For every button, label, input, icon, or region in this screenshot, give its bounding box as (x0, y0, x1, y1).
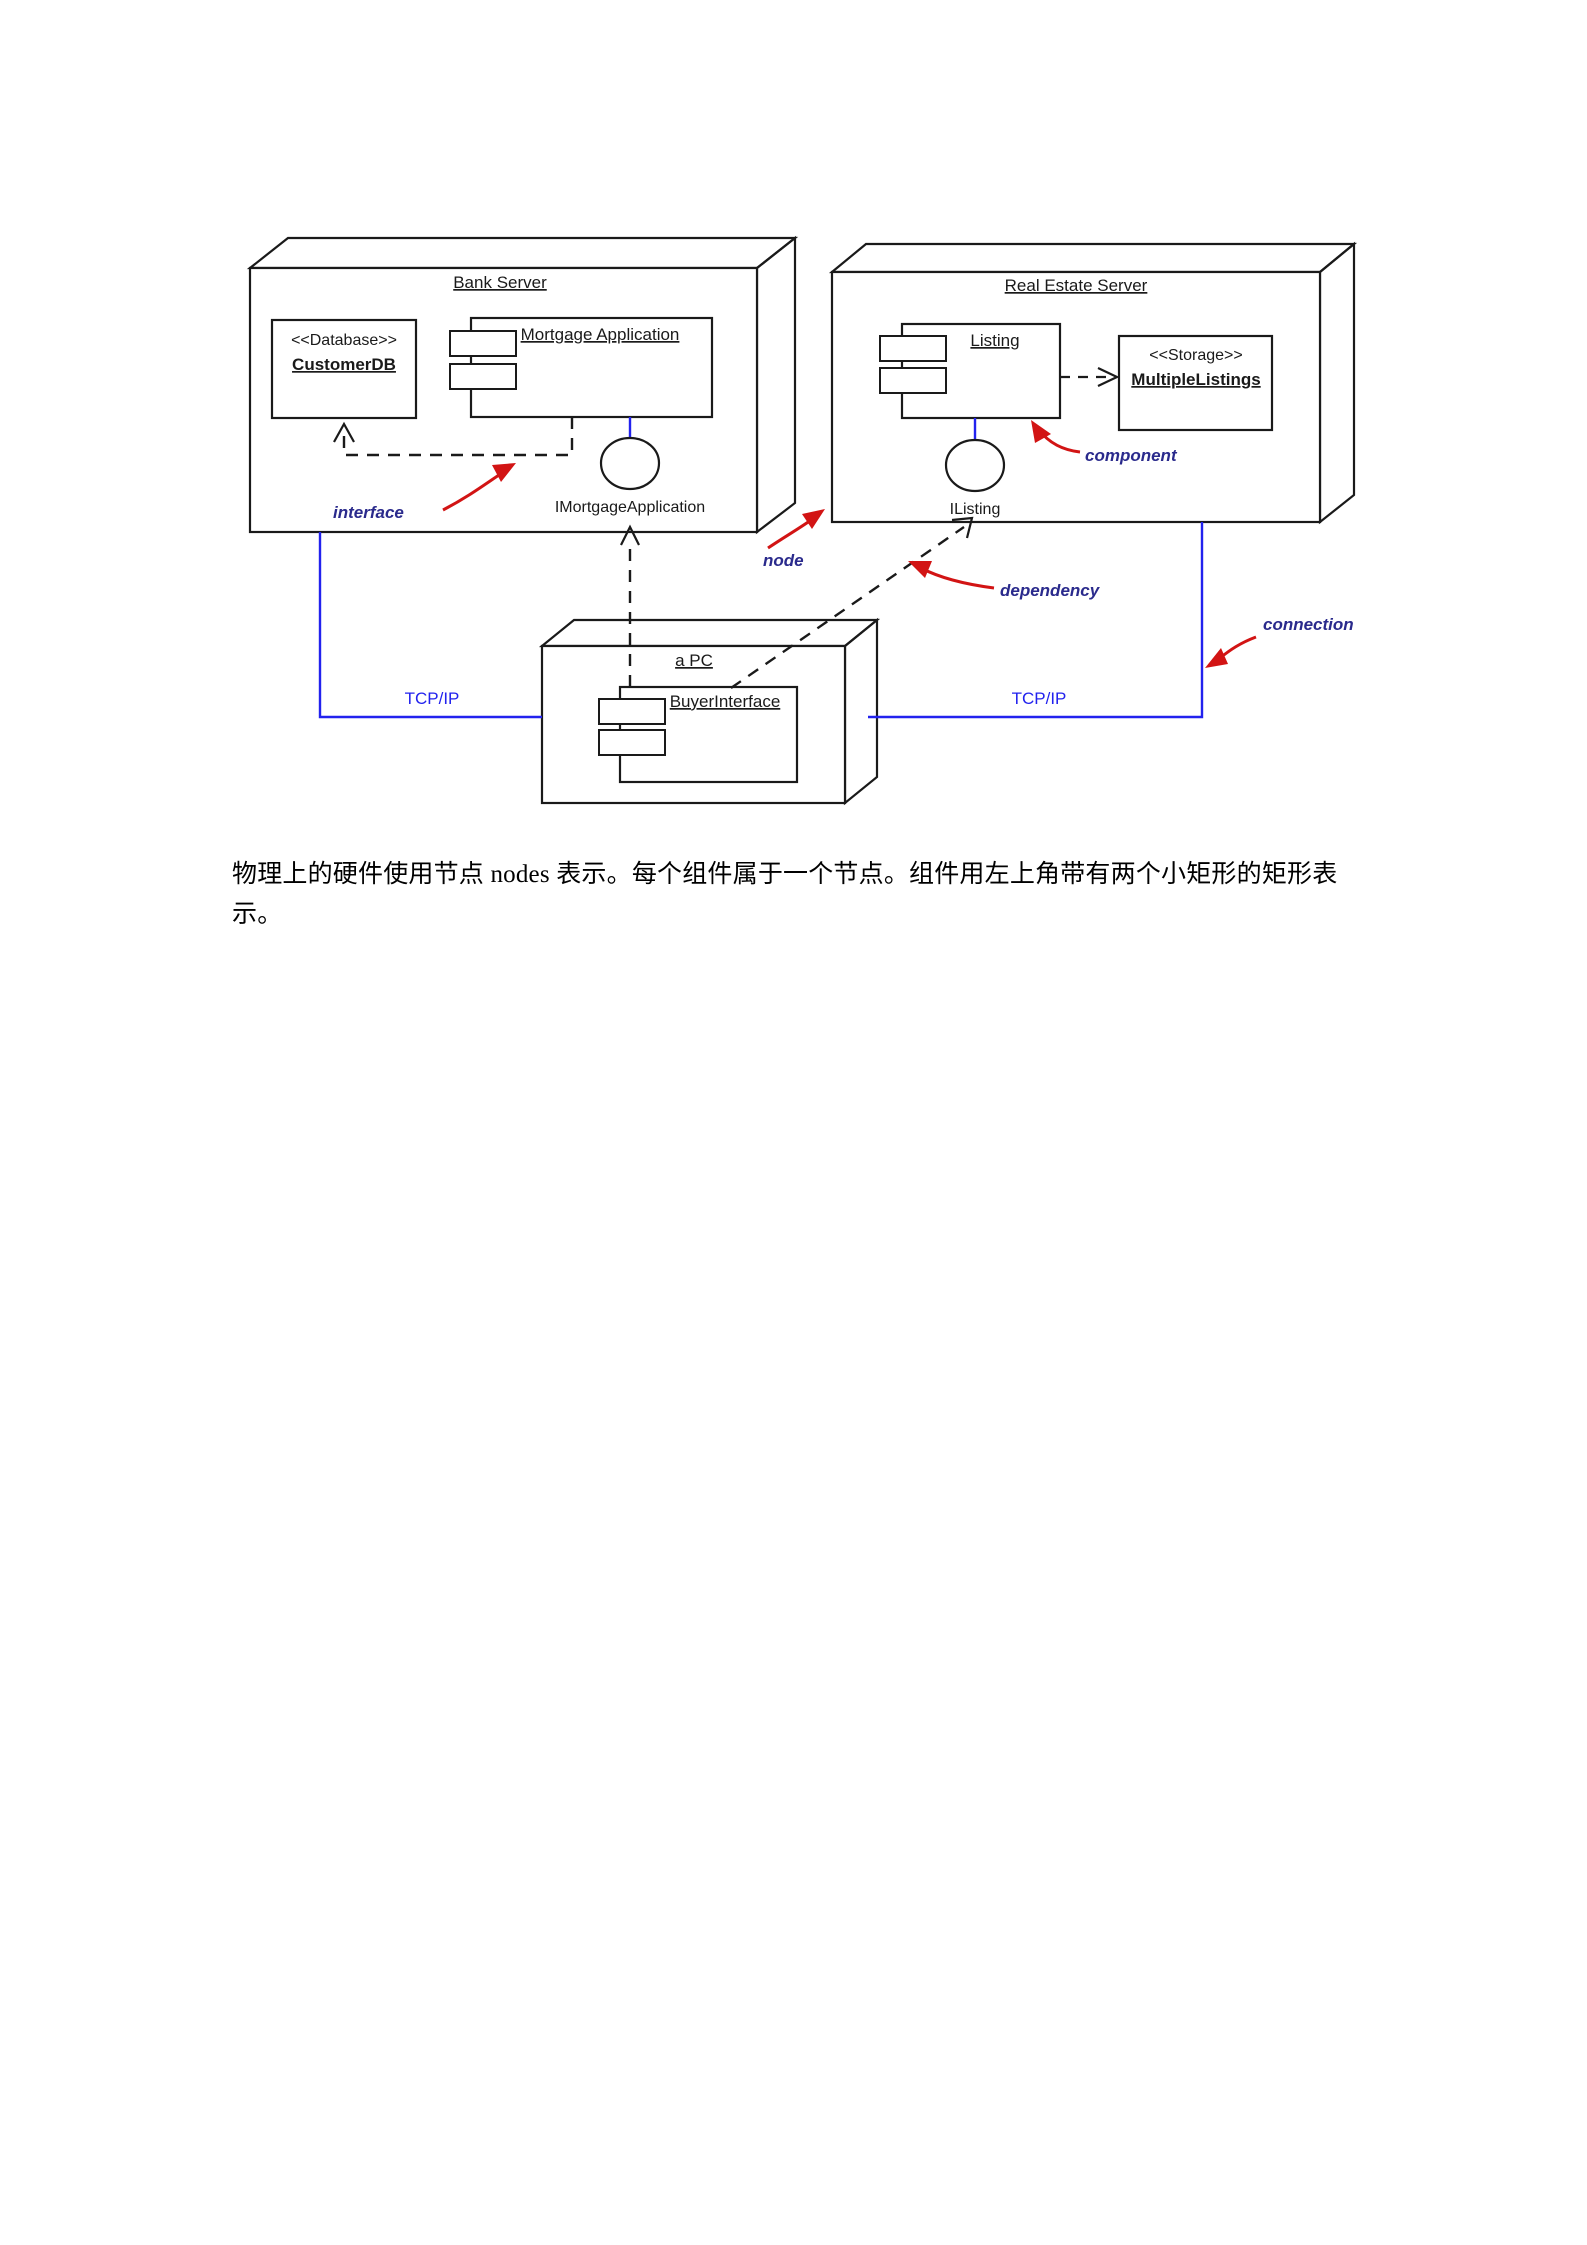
node-real-estate-server-side-face (1318, 241, 1356, 525)
interface-ilisting-ball (944, 438, 1006, 493)
interface-imortgageapplication-label: IMortgageApplication (555, 499, 705, 516)
node-a-pc-label: a PC (675, 651, 713, 670)
node-bank-server-label: Bank Server (453, 273, 547, 292)
body-paragraph: 物理上的硬件使用节点 nodes 表示。每个组件属于一个节点。组件用左上角带有两… (232, 861, 1338, 928)
artifact-customer-db-stereotype: <<Database>> (291, 332, 397, 349)
annotation-connection-label: connection (1263, 615, 1354, 634)
artifact-multiple-listings[interactable]: <<Storage>> MultipleListings (1117, 334, 1274, 432)
annotation-interface-label: interface (333, 503, 404, 522)
node-real-estate-server-top-face (828, 242, 1358, 274)
artifact-customer-db-box (270, 318, 418, 420)
dependency-mortgage-to-customerdb (333, 417, 574, 457)
artifact-multiple-listings-stereotype: <<Storage>> (1149, 347, 1242, 364)
component-buyer-interface-tab-lower (598, 729, 666, 756)
uml-deployment-diagram: Bank Server <<Database>> CustomerDB Mort… (0, 0, 1587, 840)
interface-imortgageapplication[interactable]: IMortgageApplication (555, 417, 705, 516)
component-mortgage-application[interactable]: Mortgage Application (449, 316, 714, 419)
component-listing-label: Listing (970, 331, 1019, 350)
interface-ilisting-label: IListing (950, 501, 1001, 518)
annotation-interface: interface (333, 463, 516, 522)
annotation-dependency: dependency (908, 561, 1101, 600)
interface-ilisting[interactable]: IListing (944, 418, 1006, 518)
component-buyer-interface[interactable]: BuyerInterface (598, 685, 799, 784)
component-listing[interactable]: Listing (879, 322, 1062, 420)
connection-pc-to-real-estate-label: TCP/IP (1012, 689, 1067, 708)
annotation-node-label: node (763, 551, 804, 570)
artifact-customer-db-label: CustomerDB (292, 355, 396, 374)
annotation-dependency-label: dependency (1000, 581, 1101, 600)
artifact-customer-db[interactable]: <<Database>> CustomerDB (270, 318, 418, 420)
interface-imortgageapplication-ball (599, 436, 661, 491)
annotation-component-label: component (1085, 446, 1178, 465)
component-buyer-interface-tab-upper (598, 698, 666, 725)
connection-pc-to-real-estate-line (868, 522, 1204, 719)
component-mortgage-application-tab-lower (449, 363, 517, 390)
component-mortgage-application-label: Mortgage Application (521, 325, 680, 344)
connection-pc-to-real-estate[interactable]: TCP/IP (868, 522, 1204, 719)
dependency-pc-to-imortgageapplication (620, 524, 640, 687)
component-listing-tab-upper (879, 335, 947, 362)
dependency-listing-to-multiplelistings (1060, 367, 1120, 387)
component-mortgage-application-tab-upper (449, 330, 517, 357)
component-buyer-interface-label: BuyerInterface (670, 692, 781, 711)
artifact-multiple-listings-box (1117, 334, 1274, 432)
node-bank-server-top-face (246, 236, 799, 270)
node-a-pc-side-face (843, 617, 879, 806)
annotation-connection: connection (1205, 615, 1354, 668)
dependency-pc-to-ilisting (730, 516, 974, 689)
annotation-component: component (1031, 420, 1178, 465)
node-real-estate-server-label: Real Estate Server (1005, 276, 1148, 295)
annotation-node: node (763, 509, 825, 570)
node-bank-server-side-face (755, 235, 797, 535)
connection-bank-to-pc[interactable]: TCP/IP (318, 532, 542, 719)
connection-bank-to-pc-line (318, 532, 542, 719)
node-a-pc-top-face (538, 618, 881, 648)
connection-bank-to-pc-label: TCP/IP (405, 689, 460, 708)
component-listing-tab-lower (879, 367, 947, 394)
artifact-multiple-listings-label: MultipleListings (1131, 370, 1260, 389)
